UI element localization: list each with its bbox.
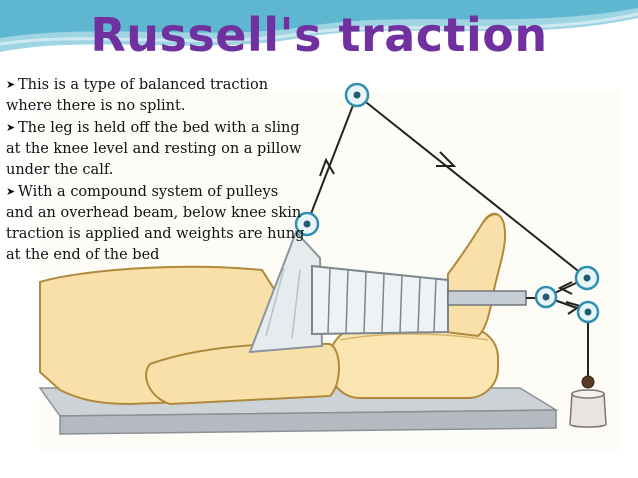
pillow — [329, 327, 499, 399]
weight — [569, 375, 607, 428]
pulleys — [294, 82, 600, 324]
bed — [38, 387, 559, 435]
arrowhead-bullet-icon: ➤ — [6, 78, 16, 91]
spreader-bar — [447, 290, 527, 306]
arrowhead-bullet-icon: ➤ — [6, 185, 16, 198]
knee-sling — [248, 230, 324, 354]
bullet-text: With a compound system of pulleys and an… — [6, 184, 305, 263]
arrowhead-bullet-icon: ➤ — [6, 121, 16, 134]
bullet-item: ➤This is a type of balanced traction whe… — [6, 74, 306, 117]
pulley — [344, 82, 370, 108]
traction-illustration — [38, 82, 620, 450]
slide-title: Russell's traction — [90, 8, 548, 62]
bullet-list: ➤This is a type of balanced traction whe… — [6, 74, 306, 266]
bullet-item: ➤The leg is held off the bed with a slin… — [6, 117, 306, 181]
pulley — [576, 300, 600, 324]
pulley — [574, 265, 600, 291]
bullet-text: The leg is held off the bed with a sling… — [6, 120, 302, 178]
bullet-text: This is a type of balanced traction wher… — [6, 77, 269, 114]
bullet-item: ➤With a compound system of pulleys and a… — [6, 181, 306, 266]
skin-traction-bandage — [311, 264, 449, 336]
pulley — [294, 211, 320, 237]
pulley — [534, 285, 558, 309]
header-swoosh — [0, 0, 638, 52]
